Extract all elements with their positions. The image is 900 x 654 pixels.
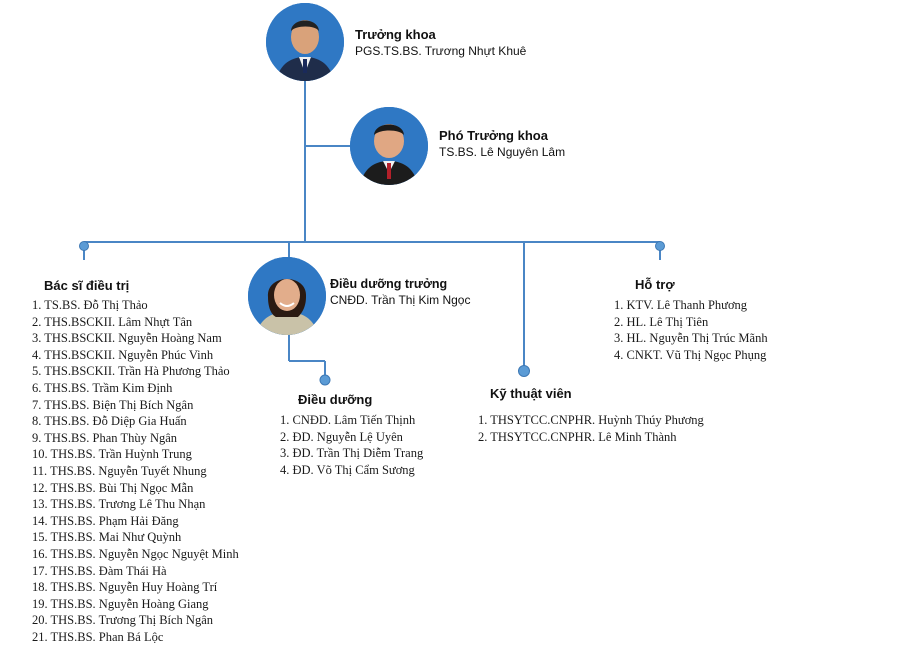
support-heading: Hỗ trợ	[635, 277, 675, 292]
list-item: 15. THS.BS. Mai Như Quỳnh	[32, 530, 182, 545]
head-nurse-role: Điều dưỡng trưởng	[330, 277, 448, 291]
list-item: 3. HL. Nguyễn Thị Trúc Mãnh	[614, 331, 768, 346]
node-dot-doctors	[79, 241, 89, 251]
list-item: 3. THS.BSCKII. Nguyễn Hoàng Nam	[32, 331, 222, 346]
nurses-list: 1. CNĐD. Lâm Tiến Thịnh 2. ĐD. Nguyễn Lệ…	[280, 412, 423, 478]
doctors-list: 1. TS.BS. Đỗ Thị Thảo 2. THS.BSCKII. Lâm…	[32, 297, 239, 645]
list-item: 1. TS.BS. Đỗ Thị Thảo	[32, 298, 148, 312]
deputy-avatar	[350, 107, 428, 185]
man-portrait-icon	[266, 3, 344, 81]
list-item: 14. THS.BS. Phạm Hải Đăng	[32, 513, 179, 528]
list-item: 5. THS.BSCKII. Trần Hà Phương Thảo	[32, 364, 230, 379]
technicians-heading: Kỹ thuật viên	[490, 386, 572, 401]
support-list: 1. KTV. Lê Thanh Phương 2. HL. Lê Thị Ti…	[614, 297, 768, 363]
list-item: 21. THS.BS. Phan Bá Lộc	[32, 629, 164, 644]
woman-portrait-icon	[248, 257, 326, 335]
list-item: 1. CNĐD. Lâm Tiến Thịnh	[280, 413, 416, 427]
technicians-list: 1. THSYTCC.CNPHR. Huỳnh Thúy Phương 2. T…	[478, 412, 704, 445]
list-item: 10. THS.BS. Trần Huỳnh Trung	[32, 447, 192, 462]
deputy-role: Phó Trưởng khoa	[439, 128, 548, 143]
list-item: 7. THS.BS. Biện Thị Bích Ngân	[32, 397, 194, 412]
list-item: 1. KTV. Lê Thanh Phương	[614, 298, 748, 312]
list-item: 4. THS.BSCKII. Nguyễn Phúc Vinh	[32, 347, 214, 362]
list-item: 8. THS.BS. Đỗ Diệp Gia Huấn	[32, 414, 187, 429]
list-item: 20. THS.BS. Trương Thị Bích Ngân	[32, 613, 214, 628]
list-item: 12. THS.BS. Bùi Thị Ngọc Mẫn	[32, 480, 194, 495]
list-item: 2. ĐD. Nguyễn Lệ Uyên	[280, 429, 403, 444]
list-item: 18. THS.BS. Nguyễn Huy Hoàng Trí	[32, 580, 218, 595]
list-item: 2. THS.BSCKII. Lâm Nhựt Tân	[32, 314, 193, 329]
node-dot-support	[655, 241, 665, 251]
deputy-name: TS.BS. Lê Nguyên Lâm	[439, 145, 566, 159]
list-item: 4. CNKT. Vũ Thị Ngọc Phụng	[614, 347, 767, 362]
head-role: Trưởng khoa	[355, 27, 436, 42]
list-item: 2. HL. Lê Thị Tiên	[614, 314, 709, 329]
list-item: 3. ĐD. Trần Thị Diễm Trang	[280, 446, 424, 461]
list-item: 9. THS.BS. Phan Thùy Ngân	[32, 430, 178, 445]
list-item: 4. ĐD. Võ Thị Cẩm Sương	[280, 462, 415, 477]
list-item: 17. THS.BS. Đàm Thái Hà	[32, 563, 167, 578]
node-dot-technicians	[518, 365, 530, 377]
list-item: 16. THS.BS. Nguyễn Ngọc Nguyệt Minh	[32, 546, 239, 561]
list-item: 19. THS.BS. Nguyễn Hoàng Giang	[32, 596, 209, 611]
list-item: 1. THSYTCC.CNPHR. Huỳnh Thúy Phương	[478, 413, 704, 427]
list-item: 6. THS.BS. Trầm Kim Định	[32, 380, 173, 395]
node-dot-nurses	[319, 374, 331, 386]
list-item: 2. THSYTCC.CNPHR. Lê Minh Thành	[478, 429, 677, 444]
head-name: PGS.TS.BS. Trương Nhựt Khuê	[355, 44, 527, 58]
doctors-heading: Bác sĩ điều trị	[44, 278, 130, 293]
head-nurse-name: CNĐD. Trần Thị Kim Ngọc	[330, 293, 471, 307]
head-avatar	[266, 3, 344, 81]
nurses-heading: Điều dưỡng	[298, 392, 373, 407]
head-nurse-avatar	[248, 257, 326, 335]
man-portrait-icon	[350, 107, 428, 185]
list-item: 13. THS.BS. Trương Lê Thu Nhạn	[32, 497, 206, 512]
list-item: 11. THS.BS. Nguyễn Tuyết Nhung	[32, 463, 207, 478]
